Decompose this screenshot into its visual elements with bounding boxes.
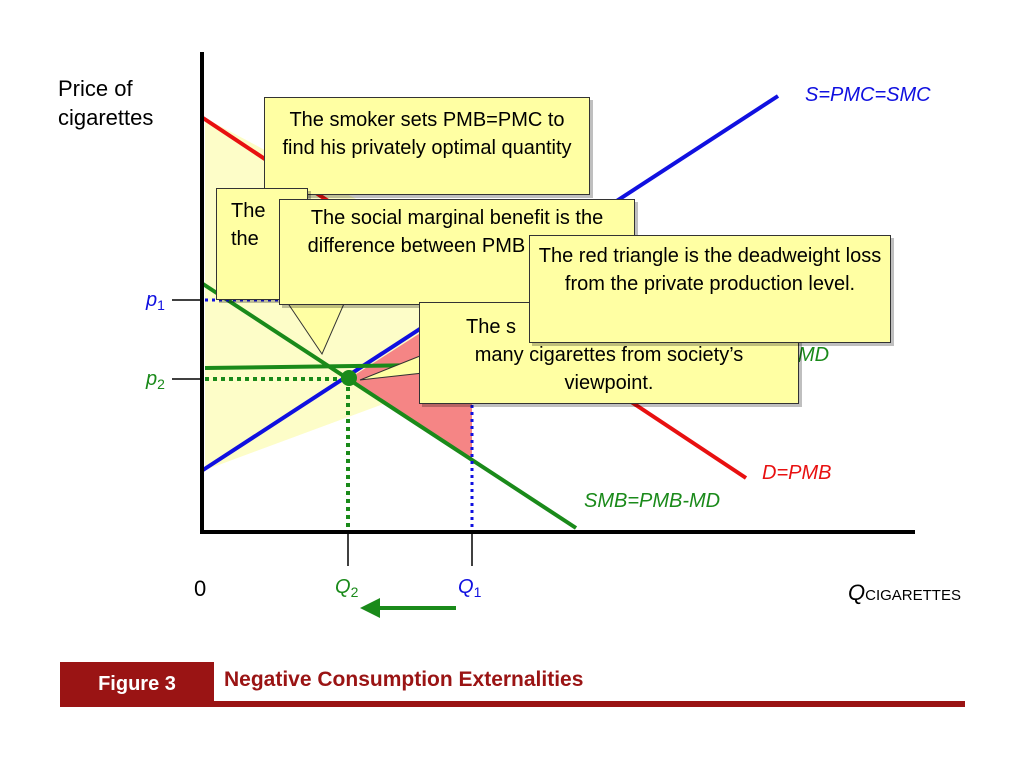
- q2-label: Q2: [335, 576, 359, 600]
- md-label: MD: [798, 344, 830, 366]
- callout-society-view-head: The s: [466, 316, 517, 338]
- callout-smoker-sets: The smoker sets PMB=PMC to find his priv…: [264, 97, 590, 195]
- origin-label: 0: [194, 576, 207, 601]
- q1-label: Q1: [458, 576, 482, 600]
- figure-badge: [60, 662, 214, 706]
- figure-label: Figure 3: [98, 673, 176, 695]
- supply-label: S=PMC=SMC: [805, 84, 931, 106]
- x-axis-title: QCIGARETTES: [848, 580, 961, 605]
- callout-red-triangle: The red triangle is the deadweight loss …: [529, 235, 891, 343]
- quantity-shift-arrowhead: [360, 598, 380, 618]
- p1-label: p1: [146, 289, 165, 313]
- smb-label: SMB=PMB-MD: [584, 490, 721, 512]
- figure-title: Negative Consumption Externalities: [224, 668, 584, 691]
- y-axis-title: Price of cigarettes: [58, 76, 154, 130]
- p2-label: p2: [146, 368, 165, 392]
- social-optimum-point: [341, 370, 357, 386]
- smb-curve: [201, 282, 578, 530]
- figure-underline: [60, 701, 965, 707]
- demand-label: D=PMB: [762, 462, 832, 484]
